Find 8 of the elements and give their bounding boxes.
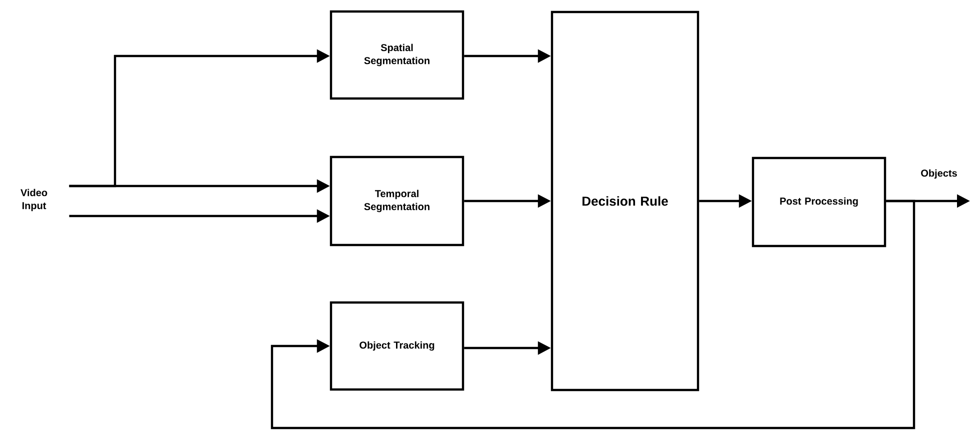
process-box: Object Tracking (330, 301, 464, 391)
label-text: Objects (921, 169, 957, 179)
process-box: Spatial Segmentation (330, 10, 464, 100)
process-box: Post Processing (752, 156, 886, 248)
process-box: Temporal Segmentation (330, 156, 464, 246)
label-text: Video Input (20, 188, 48, 212)
arrow (270, 200, 916, 430)
process-box: Decision Rule (550, 10, 700, 392)
